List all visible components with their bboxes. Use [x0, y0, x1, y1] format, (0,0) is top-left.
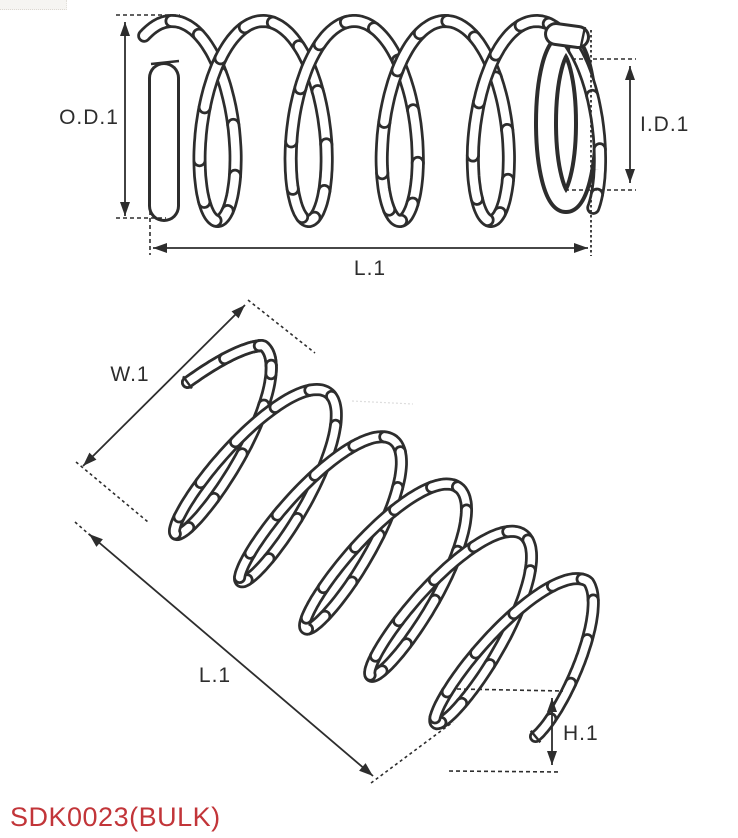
l1-iso-dimension-line — [88, 533, 374, 777]
id1-dimension: I.D.1 — [565, 58, 689, 191]
corner-watermark-artifact — [0, 0, 67, 10]
od1-dimension: O.D.1 — [59, 14, 180, 219]
l1-iso-dimension: L.1 — [74, 521, 454, 784]
l1-iso-extension-end — [370, 721, 454, 784]
iso-view: W.1 L.1 H.1 — [74, 299, 600, 784]
side-spring-coil — [137, 14, 607, 228]
part-number-label: SDK0023(BULK) — [10, 802, 221, 832]
w1-extension-top — [247, 299, 316, 354]
w1-dimension: W.1 — [75, 299, 316, 523]
l1-side-dimension: L.1 — [149, 30, 592, 280]
w1-extension-bottom — [75, 461, 149, 523]
h1-dimension: H.1 — [448, 688, 599, 773]
iso-spring-coil — [168, 339, 600, 744]
h1-extension-bottom — [448, 770, 562, 773]
h1-label: H.1 — [563, 722, 599, 745]
id1-label: I.D.1 — [640, 113, 689, 136]
faint-guide-line — [351, 400, 414, 405]
side-view: O.D.1 L.1 I.D.1 — [59, 14, 689, 405]
h1-extension-top — [456, 688, 564, 692]
l1-side-label: L.1 — [354, 257, 386, 280]
w1-dimension-line — [82, 304, 246, 467]
w1-label: W.1 — [110, 363, 149, 386]
l1-iso-label: L.1 — [199, 664, 231, 687]
od1-label: O.D.1 — [59, 106, 119, 129]
